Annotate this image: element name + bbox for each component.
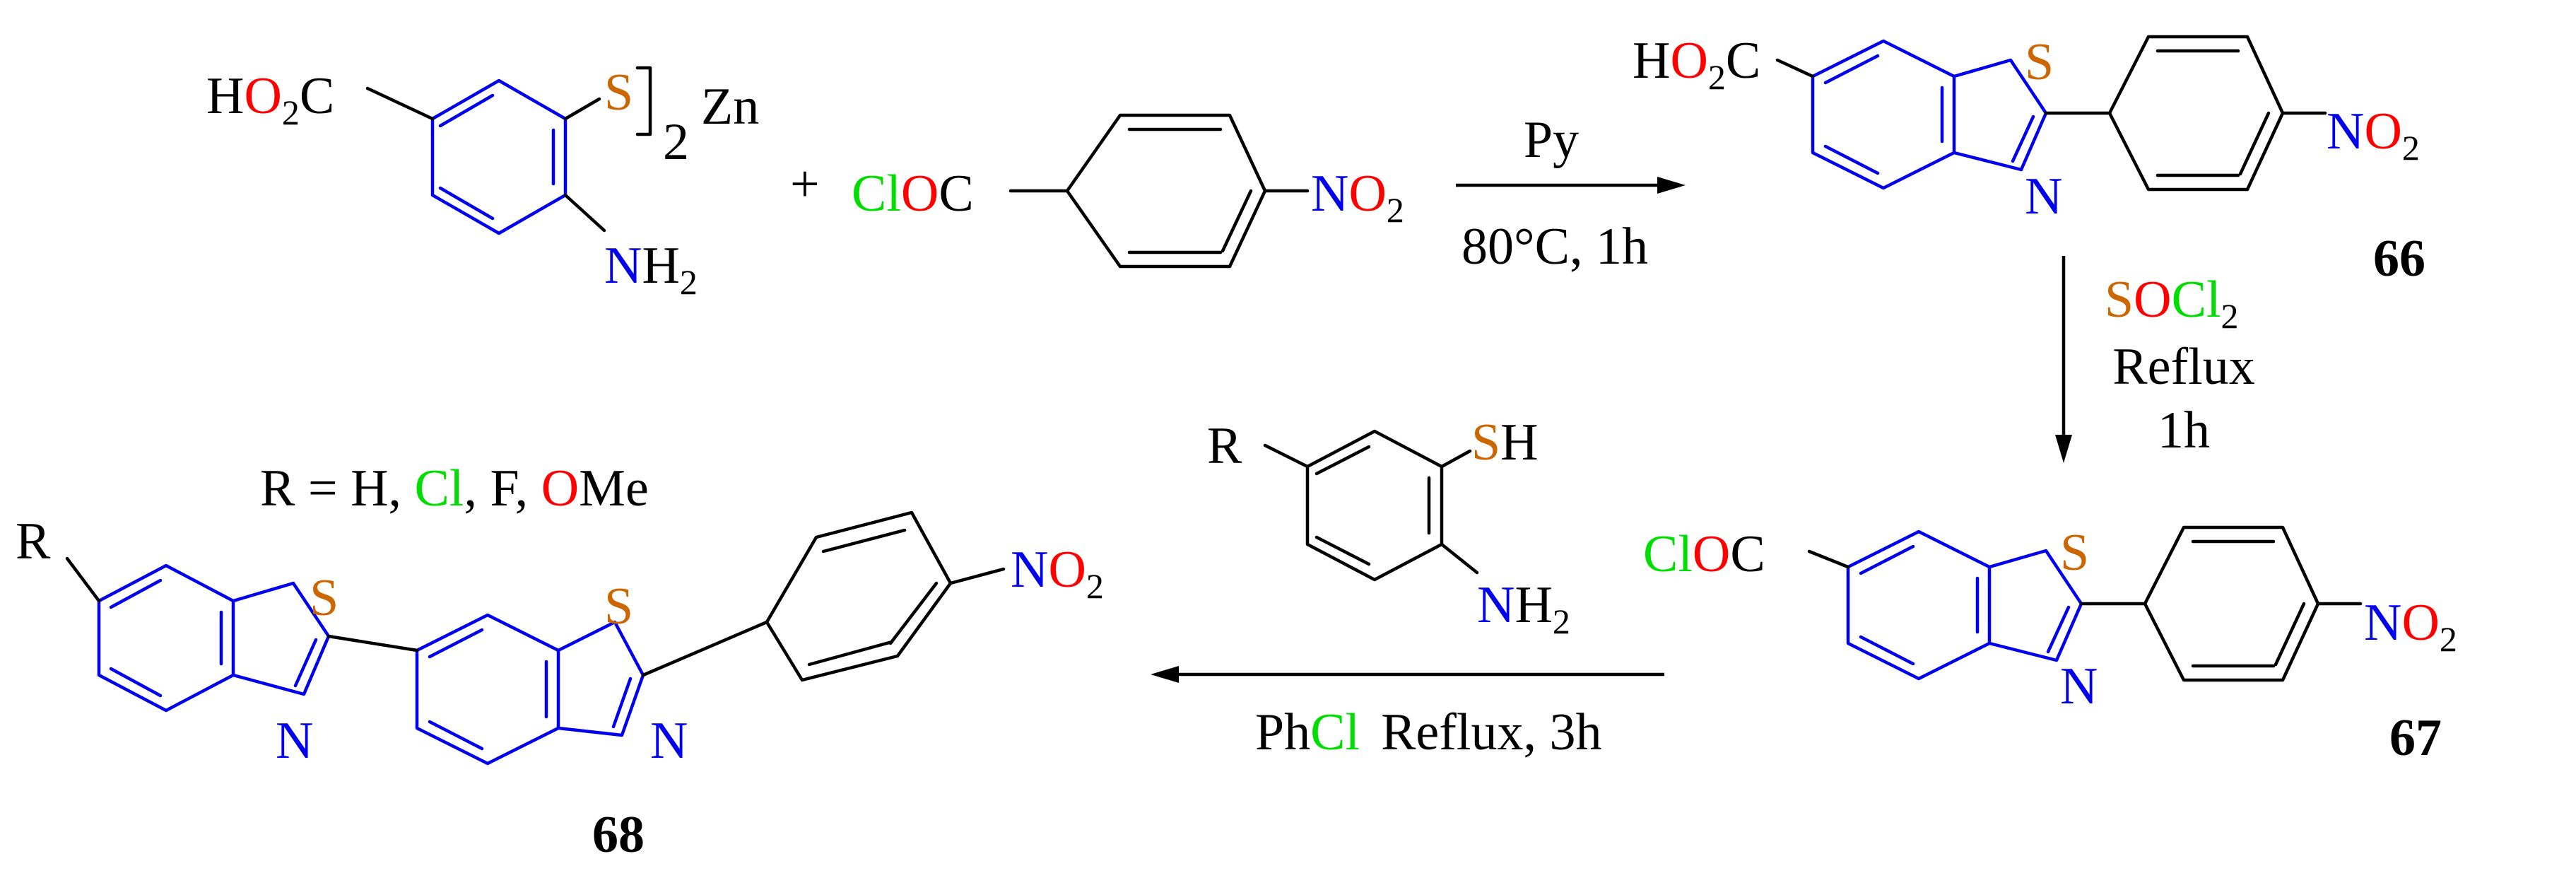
aminothiophenol-ring [1263, 429, 1479, 582]
compound-67-phenyl-ring [2143, 525, 2320, 682]
compound-68-second-nitrogen-label: N [650, 712, 688, 770]
compound-66-phenyl-ring [2107, 35, 2285, 192]
zinc-aminothiophenolate: HO2C S 2 Zn NH2 [206, 64, 759, 302]
compound-68-first-sulfur-label: S [310, 569, 339, 627]
step2-condition-reflux: Reflux [2112, 338, 2254, 396]
compound-66-carboxyl-label: HO2C [1633, 32, 1760, 97]
compound-66-sulfur-label: S [2025, 33, 2054, 91]
compound-66-benzo-ring [1811, 39, 2048, 190]
step2-reagent: SOCl2 [2105, 271, 2239, 336]
compound-66-nitrogen-label: N [2025, 168, 2062, 226]
step2-arrow [2055, 256, 2072, 463]
compound-67-benzo-ring [1846, 529, 2083, 681]
nitrobenzoyl-chloride-ring [1008, 113, 1310, 269]
r-bond [1263, 443, 1310, 469]
r-group-definition: R = H, Cl, F, OMe [260, 460, 649, 517]
compound-68-second-sulfur-label: S [604, 578, 633, 636]
compound-66-number: 66 [2373, 230, 2425, 288]
aminothiophenol-reagent: R SH NH2 [1207, 414, 1570, 641]
thiolate-bond [563, 97, 601, 121]
compound-67-number: 67 [2389, 709, 2442, 767]
compound-68-first-nitrogen-label: N [276, 712, 313, 770]
compound-68-nitro-bond [948, 567, 1006, 585]
zinc-subscript-2: 2 [663, 113, 689, 171]
amine-bond [563, 193, 606, 233]
nitro-group-label: NO2 [1311, 165, 1404, 230]
compound-68-phenyl-ring [765, 510, 953, 682]
step1-conditions: 80°C, 1h [1462, 218, 1648, 276]
step1-arrow [1456, 177, 1686, 194]
compound-66-nitro-label: NO2 [2327, 103, 2420, 168]
zinc-bracket [635, 66, 652, 136]
thiol-bond [1440, 449, 1472, 469]
compound-68-r-label: R [16, 513, 51, 570]
carboxyl-group-label: HO2C [206, 67, 334, 132]
compound-67-acyl-bond [1807, 549, 1850, 569]
compound-68-nitro-label: NO2 [1011, 541, 1104, 606]
zinc-thiolate-ring [430, 78, 567, 235]
thiol-label: SH [1471, 414, 1539, 472]
amine-bond [1440, 542, 1479, 575]
compound-67: ClOC S N NO2 67 [1643, 524, 2457, 767]
nitrobenzoyl-chloride: ClOC NO2 [852, 113, 1404, 269]
r-substituent-label: R [1207, 417, 1242, 475]
amine-label: NH2 [1477, 576, 1570, 641]
step3-arrow [1151, 666, 1664, 683]
carboxyl-bond [365, 86, 435, 121]
compound-68-first-benzothiazole [97, 563, 331, 713]
sulfur-atom-label: S [604, 64, 633, 122]
compound-68: R S N S N NO2 68 [16, 510, 1104, 864]
zinc-atom-label: Zn [701, 78, 759, 136]
step1-reagent: Py [1524, 111, 1579, 169]
compound-66-carboxyl-bond [1775, 58, 1815, 78]
compound-66: HO2C S N NO2 66 [1633, 32, 2425, 288]
amine-group-label: NH2 [604, 237, 698, 302]
compound-68-biaryl-bond [327, 634, 419, 652]
compound-68-aryl-bond [641, 620, 769, 677]
compound-68-second-benzothiazole [415, 613, 645, 766]
compound-67-sulfur-label: S [2060, 524, 2089, 582]
step2-condition-time: 1h [2158, 402, 2210, 460]
acyl-chloride-label: ClOC [852, 165, 974, 223]
plus-sign: + [790, 156, 820, 213]
compound-67-nitrogen-label: N [2060, 657, 2098, 715]
compound-67-nitro-label: NO2 [2364, 594, 2457, 659]
compound-68-number: 68 [592, 806, 645, 864]
compound-67-acyl-chloride-label: ClOC [1643, 525, 1765, 583]
compound-68-r-bond [65, 556, 101, 603]
